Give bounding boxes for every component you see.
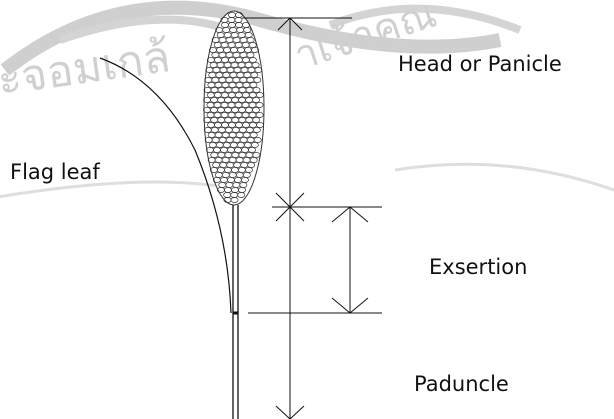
head-label: Head or Panicle xyxy=(398,52,562,76)
flag-leaf-label: Flag leaf xyxy=(10,160,100,184)
exsertion-label: Exsertion xyxy=(429,255,527,279)
peduncle-label: Paduncle xyxy=(414,372,509,396)
panicle-head-outline xyxy=(204,11,264,205)
